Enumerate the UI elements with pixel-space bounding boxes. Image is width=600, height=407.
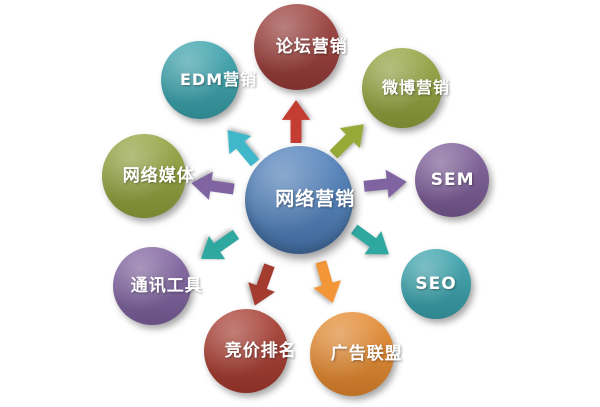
node-label-bidding-ranking: 竞价排名	[224, 340, 297, 361]
node-label-web-media: 网络媒体	[122, 165, 195, 186]
node-edm-marketing: EDM营销	[161, 41, 258, 119]
node-web-media: 网络媒体	[102, 134, 195, 218]
arrow-shape	[281, 100, 311, 143]
node-label-weibo-marketing: 微博营销	[382, 78, 451, 98]
arrow-shape	[329, 124, 364, 159]
node-ad-alliance: 广告联盟	[310, 312, 403, 396]
arrow-icon-to-bidding-ranking	[248, 263, 276, 306]
arrow-icon-to-im-tools	[200, 229, 240, 260]
node-label-forum-marketing: 论坛营销	[275, 36, 348, 57]
arrow-icon-to-web-media	[191, 171, 235, 201]
node-seo: SEO	[401, 249, 471, 319]
arrow-shape	[363, 169, 407, 199]
arrow-icon-to-seo	[350, 224, 389, 255]
arrow-icon-to-forum-marketing	[281, 100, 311, 143]
node-label-center: 网络营销	[275, 188, 356, 211]
arrow-shape	[350, 224, 389, 255]
node-center-network-marketing: 网络营销	[245, 146, 356, 254]
node-weibo-marketing: 微博营销	[362, 48, 451, 128]
arrow-shape	[313, 260, 342, 304]
arrow-icon-to-weibo-marketing	[329, 124, 364, 159]
arrow-icon-to-edm-marketing	[227, 129, 260, 167]
node-sem: SEM	[415, 143, 489, 217]
node-im-tools: 通讯工具	[113, 247, 203, 325]
node-label-ad-alliance: 广告联盟	[330, 343, 403, 364]
node-bidding-ranking: 竞价排名	[204, 309, 297, 393]
node-label-edm-marketing: EDM营销	[180, 70, 258, 90]
node-label-sem: SEM	[430, 169, 475, 190]
node-label-seo: SEO	[415, 273, 457, 294]
arrow-shape	[227, 129, 260, 167]
arrow-icon-to-sem	[363, 169, 407, 199]
arrow-shape	[200, 229, 240, 260]
node-forum-marketing: 论坛营销	[254, 4, 348, 90]
arrow-shape	[248, 263, 276, 306]
arrow-icon-to-ad-alliance	[313, 260, 342, 304]
node-label-im-tools: 通讯工具	[130, 275, 203, 296]
arrow-shape	[191, 171, 235, 201]
